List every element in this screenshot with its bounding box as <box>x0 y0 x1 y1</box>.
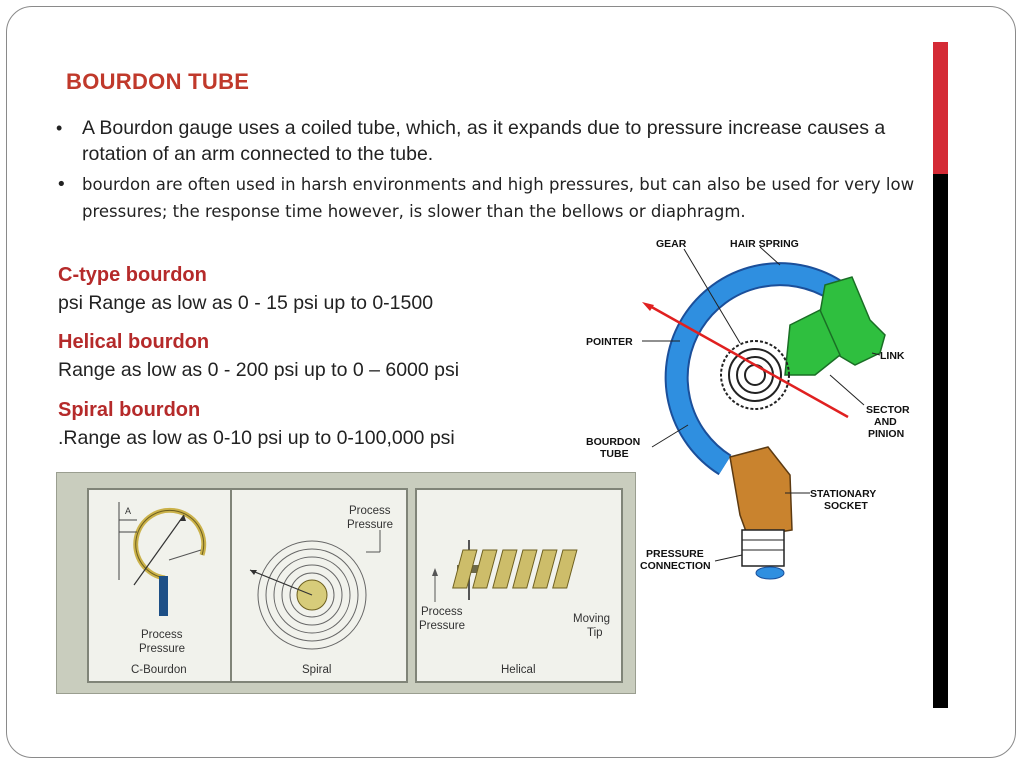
helical-tip-line2: Tip <box>587 627 603 639</box>
c-process-line1: Process <box>141 629 183 641</box>
gauge-label-tube-2: TUBE <box>600 448 629 460</box>
c-mark-a: A <box>125 506 131 516</box>
stationary-socket-shape <box>729 446 793 538</box>
accent-bar-red <box>933 42 948 174</box>
bourdon-types-diagram: A Process Pressure C-Bourdon Process Pre… <box>56 472 636 694</box>
gauge-label-sector-1: SECTOR <box>866 404 910 416</box>
spiral-range: .Range as low as 0-10 psi up to 0-100,00… <box>58 427 455 449</box>
gauge-label-hair-spring: HAIR SPRING <box>730 238 799 250</box>
helical-panel: Process Pressure Moving Tip Helical <box>415 488 623 683</box>
bullet-list: A Bourdon gauge uses a coiled tube, whic… <box>56 115 926 225</box>
gauge-label-pointer: POINTER <box>586 336 633 348</box>
helical-range: Range as low as 0 - 200 psi up to 0 – 60… <box>58 359 460 381</box>
pointer-needle <box>647 303 849 419</box>
c-caption: C-Bourdon <box>131 664 187 676</box>
bullet-item: A Bourdon gauge uses a coiled tube, whic… <box>56 115 926 167</box>
c-type-heading: C-type bourdon <box>58 264 207 286</box>
pressure-connection-shape <box>741 529 785 567</box>
bullet-item: bourdon are often used in harsh environm… <box>56 171 926 225</box>
c-type-range: psi Range as low as 0 - 15 psi up to 0-1… <box>58 292 434 314</box>
slide-frame <box>6 6 1016 758</box>
gauge-label-conn-1: PRESSURE <box>646 548 704 560</box>
helical-process-line1: Process <box>421 606 463 618</box>
bourdon-tube-shape <box>666 264 841 474</box>
helical-caption: Helical <box>501 664 536 676</box>
spiral-process-line2: Pressure <box>347 519 393 531</box>
gauge-label-socket-2: SOCKET <box>824 500 868 512</box>
c-bourdon-drawing: A Process Pressure C-Bourdon <box>118 502 207 676</box>
spiral-caption: Spiral <box>302 664 331 676</box>
helical-tip-line1: Moving <box>573 613 610 625</box>
accent-bar-black <box>933 174 948 708</box>
c-bourdon-panel: A Process Pressure C-Bourdon <box>87 488 244 683</box>
spiral-process-line1: Process <box>349 505 391 517</box>
spiral-drawing: Process Pressure Spiral <box>249 505 393 676</box>
helical-heading: Helical bourdon <box>58 331 210 353</box>
helical-drawing: Process Pressure Moving Tip Helical <box>419 540 610 676</box>
gauge-label-conn-2: CONNECTION <box>640 560 711 572</box>
slide-title: BOURDON TUBE <box>66 69 250 94</box>
gauge-label-socket-1: STATIONARY <box>810 488 876 500</box>
gauge-label-sector-2: AND <box>874 416 897 428</box>
sector-shape <box>784 308 841 376</box>
bourdon-gauge-diagram: GEAR HAIR SPRING POINTER LINK SECTOR AND… <box>586 238 910 580</box>
gauge-label-sector-3: PINION <box>868 428 904 440</box>
gauge-label-gear: GEAR <box>656 238 687 250</box>
gauge-label-link: LINK <box>880 350 905 362</box>
spiral-heading: Spiral bourdon <box>58 399 201 421</box>
c-process-line2: Pressure <box>139 643 185 655</box>
gauge-label-tube-1: BOURDON <box>586 436 640 448</box>
helical-process-line2: Pressure <box>419 620 465 632</box>
spiral-panel: Process Pressure Spiral <box>230 488 408 683</box>
